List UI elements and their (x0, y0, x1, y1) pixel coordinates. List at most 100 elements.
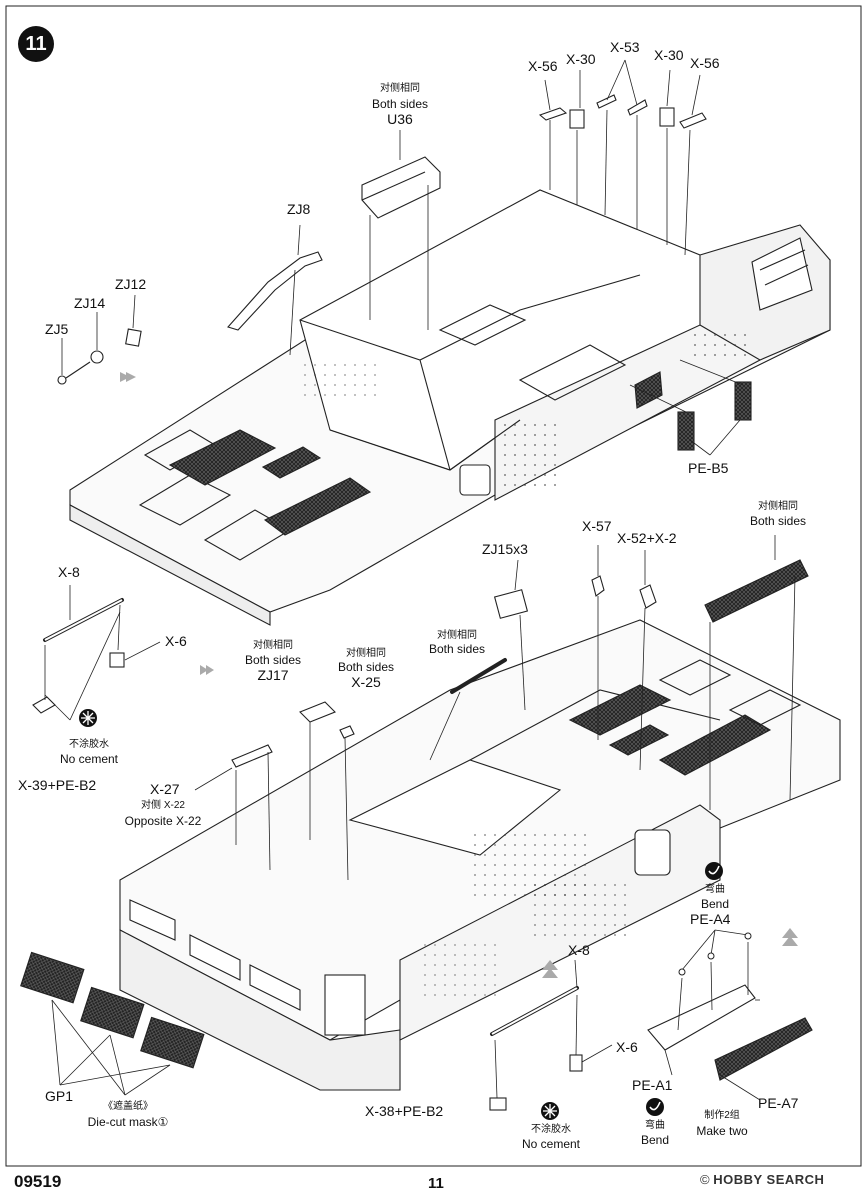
part-zj5 (57, 375, 67, 385)
label-mask-en: Die-cut mask① (87, 1115, 169, 1129)
part-x52 (639, 584, 657, 609)
upper-hull-assembly (69, 189, 831, 626)
label-x6-b: X-6 (616, 1039, 638, 1055)
label-make-two-en: Make two (696, 1124, 748, 1138)
part-x39 (32, 696, 56, 714)
part-zj8 (227, 251, 323, 331)
label-x8-a: X-8 (58, 564, 80, 580)
label-x30-right: X-30 (654, 47, 684, 63)
label-mid-cn: 对侧相同 (437, 630, 477, 641)
part-zj14 (90, 350, 104, 364)
label-pe-a4: PE-A4 (690, 911, 731, 927)
part-pe-b5-b (734, 381, 752, 421)
label-pe-a1: PE-A1 (632, 1077, 673, 1093)
label-zj17: ZJ17 (257, 667, 289, 683)
label-right-top-en: Both sides (749, 514, 807, 528)
label-x53: X-53 (610, 39, 640, 55)
label-zj5: ZJ5 (45, 321, 69, 337)
part-pe-a1 (647, 984, 756, 1051)
label-opposite-en: Opposite X-22 (124, 814, 202, 828)
label-x56-right: X-56 (690, 55, 720, 71)
bend-icon-b (646, 1098, 664, 1116)
label-mask-cn: 《遮盖纸》 (103, 1101, 153, 1112)
watermark-brand: HOBBY SEARCH (713, 1172, 825, 1187)
no-cement-icon-a (79, 709, 97, 727)
watermark: © HOBBY SEARCH (700, 1172, 824, 1187)
part-pe-a7 (714, 1017, 813, 1081)
label-pe-b5: PE-B5 (688, 460, 729, 476)
part-side-box-right (704, 559, 809, 623)
label-zj8: ZJ8 (287, 201, 311, 217)
part-zj12 (125, 328, 142, 347)
up-arrow-icon-center (542, 960, 558, 978)
no-cement-icon-b (541, 1102, 559, 1120)
label-x52x2: X-52+X-2 (617, 530, 677, 546)
label-pe-a7: PE-A7 (758, 1095, 799, 1111)
label-x8-b: X-8 (568, 942, 590, 958)
label-nocement-a-en: No cement (59, 752, 119, 766)
part-x56-right (679, 112, 707, 129)
label-bend-b-cn: 弯曲 (645, 1120, 665, 1131)
page-frame (5, 5, 862, 1167)
label-mid-en: Both sides (428, 642, 486, 656)
lower-parts (20, 559, 813, 1111)
part-x25 (339, 725, 355, 739)
label-x38: X-38+PE-B2 (365, 1103, 444, 1119)
label-x25-cn: 对侧相同 (346, 648, 386, 659)
label-x27: X-27 (150, 781, 180, 797)
part-x27 (231, 744, 273, 768)
part-x53-a (596, 94, 617, 109)
label-opposite-cn: 对侧 X-22 (141, 800, 185, 811)
label-zj14: ZJ14 (74, 295, 106, 311)
page-number: 11 (428, 1175, 444, 1192)
part-zj17 (299, 701, 336, 723)
label-zj12: ZJ12 (115, 276, 147, 292)
part-gp1-b (80, 986, 145, 1039)
part-x57 (591, 575, 605, 597)
part-x6-b (569, 1054, 583, 1072)
part-x53-b (627, 99, 648, 116)
label-make-two-cn: 制作2组 (704, 1110, 740, 1121)
label-u36-en: Both sides (371, 97, 429, 111)
label-gp1: GP1 (45, 1088, 74, 1104)
lower-hull-assembly (119, 619, 841, 1091)
label-bend-b-en: Bend (640, 1133, 670, 1147)
part-gp1-a (20, 951, 85, 1004)
label-zj15: ZJ15x3 (482, 541, 528, 557)
part-x30-left (569, 109, 585, 129)
label-right-top-cn: 对侧相同 (758, 501, 798, 512)
label-x25-en: Both sides (337, 660, 395, 674)
product-code: 09519 (14, 1172, 62, 1191)
part-x38 (489, 1097, 507, 1111)
part-pe-b5-a (677, 411, 695, 451)
label-nocement-b-en: No cement (521, 1137, 581, 1151)
step-number-badge: 11 (18, 26, 54, 62)
label-x6-a: X-6 (165, 633, 187, 649)
upper-leaders (61, 59, 744, 456)
upper-parts (57, 94, 752, 451)
part-x30-right (659, 107, 675, 127)
label-bend-a-cn: 弯曲 (705, 884, 725, 895)
label-nocement-b-cn: 不涂胶水 (531, 1124, 571, 1135)
tiny-circles (678, 932, 752, 976)
label-x57: X-57 (582, 518, 612, 534)
lower-leaders (44, 535, 796, 1101)
label-zj17-cn: 对侧相同 (253, 640, 293, 651)
arrow-icon-upper (120, 372, 136, 382)
label-x39: X-39+PE-B2 (18, 777, 97, 793)
label-nocement-a-cn: 不涂胶水 (69, 739, 109, 750)
part-zj15 (493, 589, 529, 619)
watermark-mark: © (700, 1172, 710, 1187)
up-arrow-icon-right (782, 928, 798, 946)
label-bend-a-en: Bend (700, 897, 730, 911)
part-gp1-c (140, 1016, 205, 1069)
arrow-icon-mid (200, 665, 214, 675)
label-x56-left: X-56 (528, 58, 558, 74)
label-x25: X-25 (351, 674, 381, 690)
label-u36: U36 (387, 111, 413, 127)
bend-icon-a (705, 862, 723, 880)
label-x30-left: X-30 (566, 51, 596, 67)
part-x6-a (109, 652, 125, 668)
part-x56-left (538, 107, 568, 121)
